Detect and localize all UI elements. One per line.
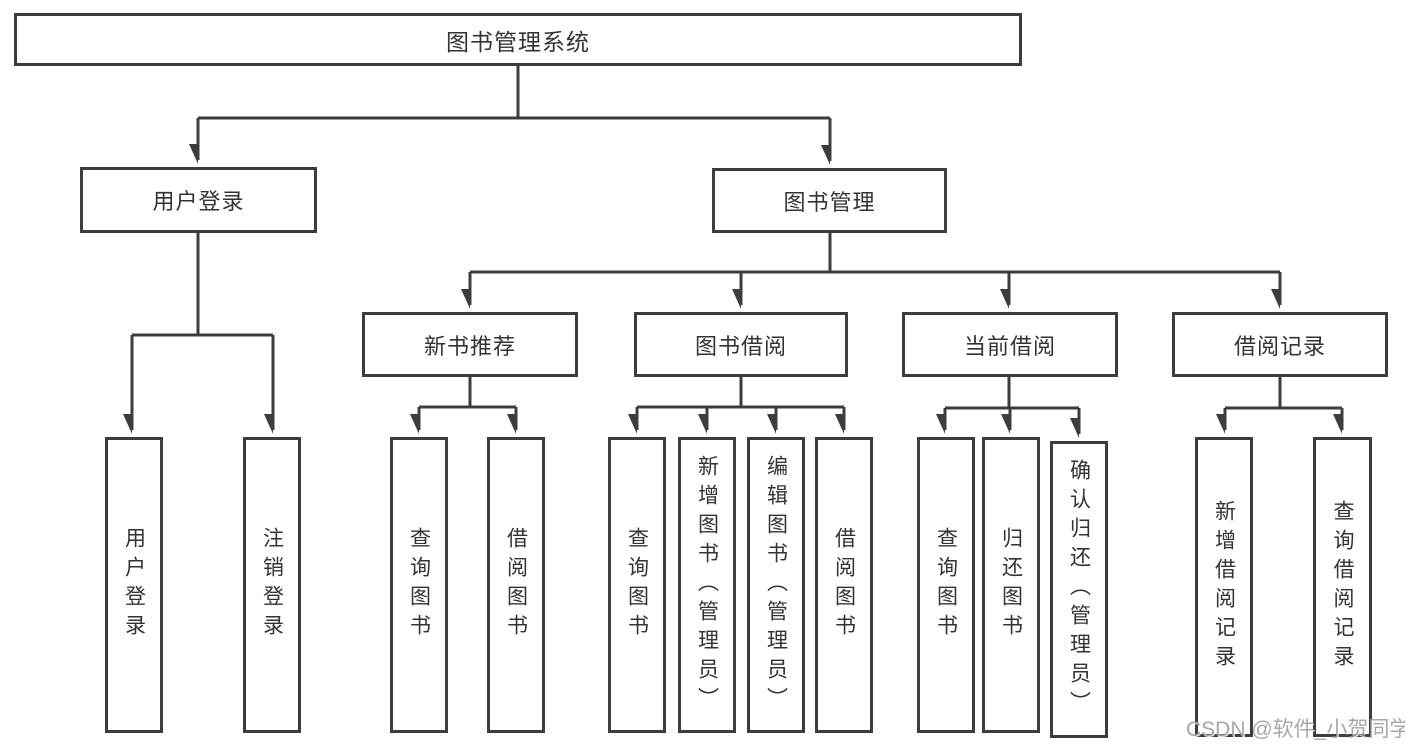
- leaf-user-login: 用户登录: [105, 437, 163, 733]
- node-borrow-records: 借阅记录: [1172, 312, 1388, 377]
- node-label: 图书管理: [783, 189, 876, 215]
- node-new-book-recommend: 新书推荐: [362, 312, 578, 377]
- leaf-label: 查询图书: [407, 527, 431, 643]
- leaf-borrow-edit-book-admin: 编辑图书（管理员）: [747, 437, 805, 733]
- leaf-label: 注销登录: [260, 527, 284, 643]
- leaf-label: 新增图书（管理员）: [695, 454, 719, 716]
- leaf-borrow-add-book-admin: 新增图书（管理员）: [678, 437, 736, 733]
- leaf-label: 归还图书: [999, 527, 1023, 643]
- node-label: 当前借阅: [963, 333, 1056, 359]
- node-label: 借阅记录: [1233, 333, 1326, 359]
- leaf-current-return-book: 归还图书: [982, 437, 1040, 733]
- node-label: 新书推荐: [423, 333, 516, 359]
- node-book-borrow: 图书借阅: [634, 312, 848, 377]
- leaf-records-add-record: 新增借阅记录: [1195, 437, 1253, 737]
- leaf-label: 用户登录: [122, 527, 146, 643]
- node-label: 用户登录: [152, 189, 245, 214]
- leaf-label: 新增借阅记录: [1212, 500, 1236, 674]
- leaf-recommend-query-book: 查询图书: [390, 437, 448, 733]
- leaf-label: 查询借阅记录: [1331, 500, 1354, 674]
- node-book-management-branch: 图书管理: [712, 168, 947, 233]
- leaf-label: 编辑图书（管理员）: [764, 454, 788, 716]
- node-label: 图书借阅: [694, 333, 787, 359]
- leaf-label: 查询图书: [934, 527, 958, 643]
- node-label: 图书管理系统: [446, 28, 590, 55]
- csdn-watermark: CSDN @软件_小贺同学: [1186, 718, 1405, 741]
- leaf-current-query-book: 查询图书: [917, 437, 975, 733]
- leaf-label: 借阅图书: [504, 527, 528, 643]
- leaf-borrow-borrow-book: 借阅图书: [815, 437, 873, 733]
- node-user-login-branch: 用户登录: [80, 167, 317, 233]
- leaf-borrow-query-book: 查询图书: [608, 437, 666, 733]
- node-library-system-root: 图书管理系统: [14, 13, 1022, 66]
- leaf-logout-login: 注销登录: [243, 437, 301, 733]
- leaf-current-confirm-return-admin: 确认归还（管理员）: [1050, 441, 1108, 738]
- leaf-label: 借阅图书: [832, 527, 856, 643]
- leaf-label: 确认归还（管理员）: [1067, 459, 1091, 720]
- leaf-records-query-record: 查询借阅记录: [1313, 437, 1372, 737]
- leaf-label: 查询图书: [625, 527, 649, 643]
- node-current-borrow: 当前借阅: [902, 312, 1118, 377]
- leaf-recommend-borrow-book: 借阅图书: [487, 437, 545, 733]
